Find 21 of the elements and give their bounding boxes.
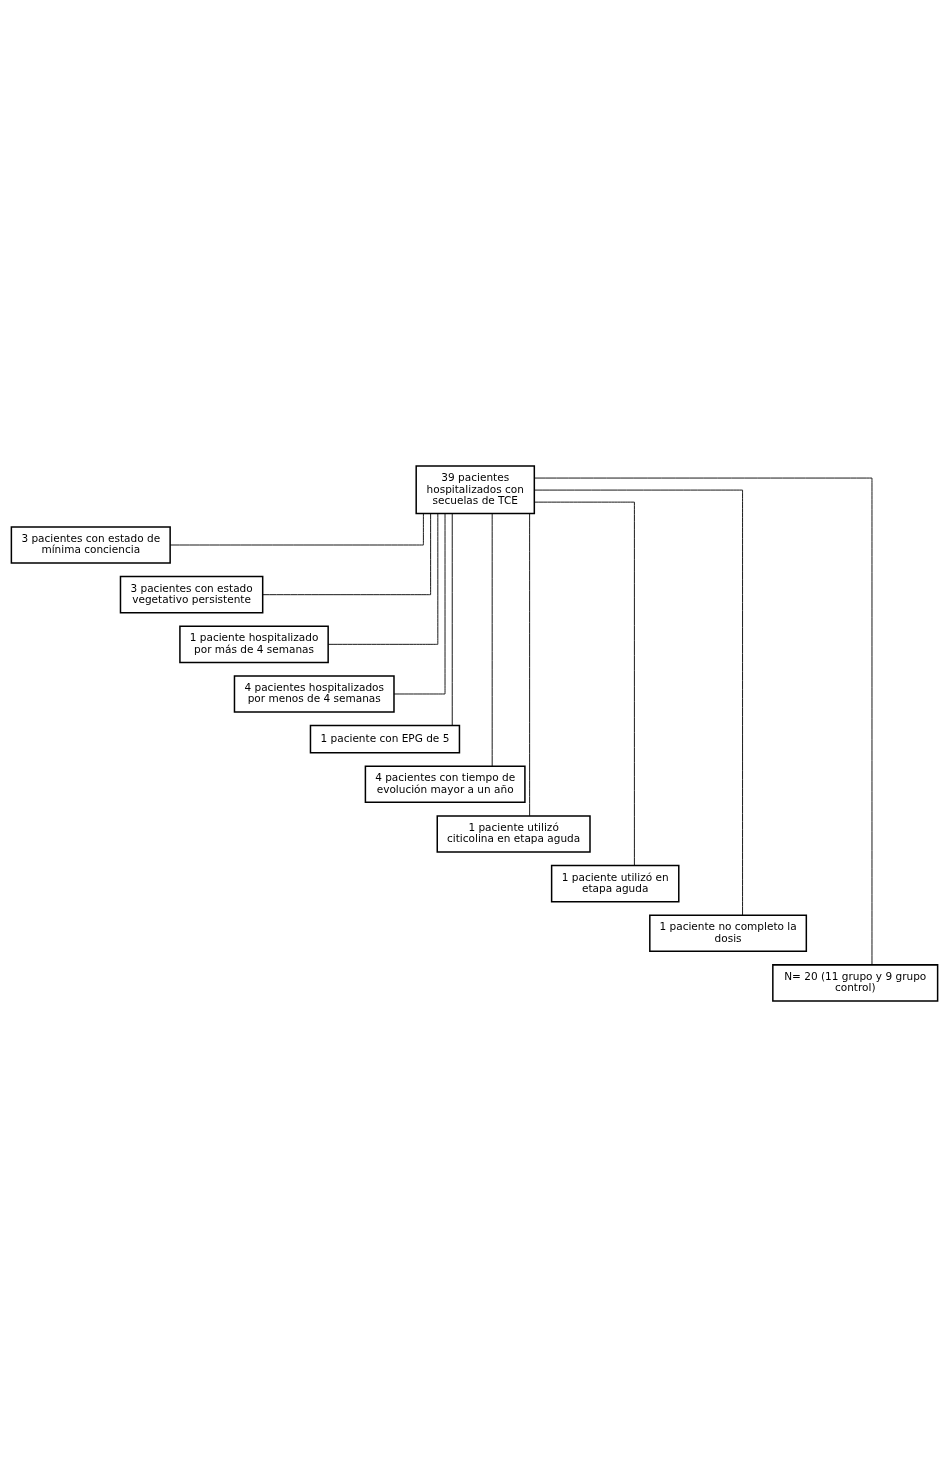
node-box: 1 paciente hospitalizado por más de 4 semanas (179, 625, 329, 663)
connector (327, 512, 439, 645)
node-box: 3 pacientes con estado de mínima conciencia (10, 525, 171, 564)
node-box: 1 paciente con EPG de 5 (309, 724, 461, 753)
node-box: 1 paciente utilizó citicolina en etapa aguda (436, 814, 591, 853)
node-box: N= 20 (11 grupo y 9 grupo control) (772, 963, 939, 1002)
connector (533, 477, 873, 965)
connector (393, 512, 446, 694)
node-box: 39 pacientes hospitalizados con secuelas de TCE (415, 464, 536, 514)
node-box: 1 paciente utilizó en etapa aguda (550, 864, 680, 902)
connector (262, 512, 432, 595)
node-box: 4 pacientes con tiempo de evolución mayor a un año (364, 765, 526, 803)
connector (491, 512, 493, 766)
node-box: 1 paciente no completo la dosis (649, 913, 808, 952)
node-box: 4 pacientes hospitalizados por menos de 4 semanas (233, 674, 395, 713)
connector (169, 512, 424, 545)
node-box: 3 pacientes con estado vegetativo persistente (119, 575, 264, 613)
connector (534, 489, 743, 916)
connector (529, 512, 531, 816)
connector (451, 512, 453, 726)
connector (534, 501, 635, 866)
